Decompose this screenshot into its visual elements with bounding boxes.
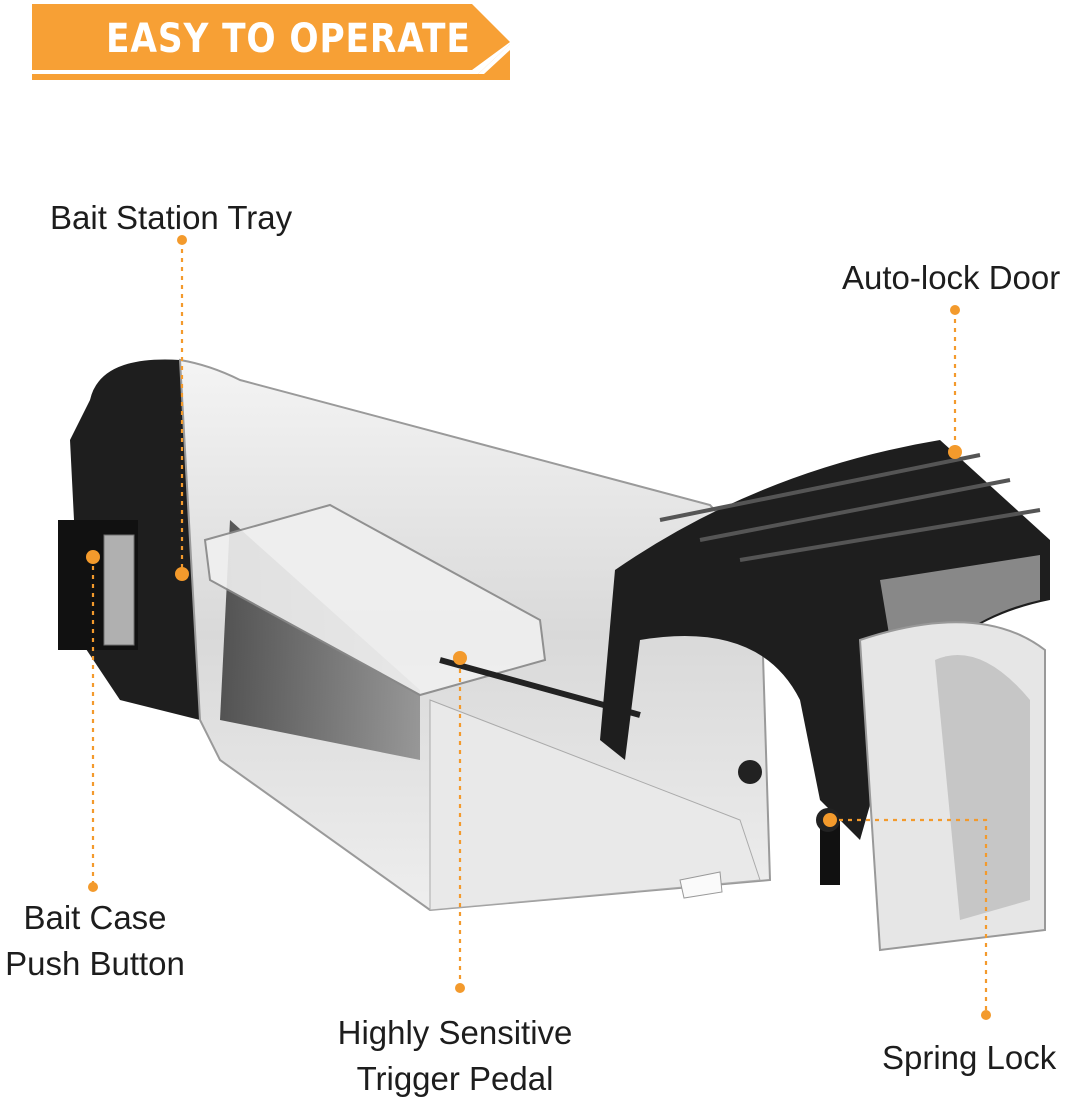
label-bait-case-line1: Bait Case xyxy=(23,899,167,936)
label-bait-case-line2: Push Button xyxy=(5,945,185,982)
auto-lock-door-dot xyxy=(950,305,960,315)
banner-arrow-shape xyxy=(32,4,510,80)
auto-lock-door xyxy=(600,440,1050,840)
label-trigger-pedal: Highly Sensitive Trigger Pedal xyxy=(320,1010,590,1102)
trigger-pedal-dot xyxy=(453,651,467,665)
bait-station-tray xyxy=(203,503,547,697)
label-trigger-pedal-line2: Trigger Pedal xyxy=(356,1060,554,1097)
easy-to-operate-banner: EASY TO OPERATE xyxy=(32,4,512,82)
bait-case-push-button-dot xyxy=(86,550,100,564)
label-trigger-pedal-line1: Highly Sensitive xyxy=(337,1014,573,1051)
label-auto-lock-door: Auto-lock Door xyxy=(842,259,1061,296)
spring-lock-dot xyxy=(823,813,837,827)
label-spring-lock: Spring Lock xyxy=(882,1039,1057,1076)
bait-station-tray-dot xyxy=(177,235,187,245)
banner-title: EASY TO OPERATE xyxy=(106,16,471,62)
label-bait-case-push-button: Bait Case Push Button xyxy=(0,895,190,987)
label-bait-station-tray: Bait Station Tray xyxy=(50,199,293,236)
door-pivot xyxy=(738,760,762,784)
spring-lock-tab xyxy=(820,820,840,885)
